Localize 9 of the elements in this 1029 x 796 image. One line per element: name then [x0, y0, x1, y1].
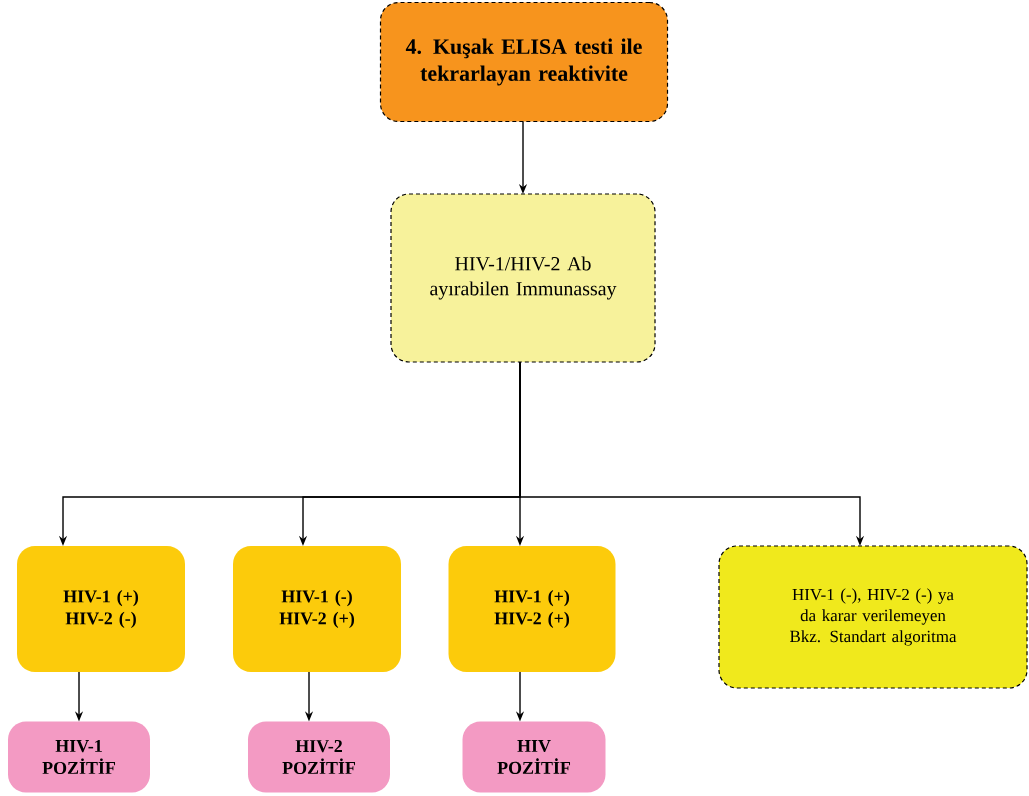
result-box: HIV-1 (-) HIV-2 (+) [233, 546, 401, 672]
result-box: HIV-1 (+) HIV-2 (+) [448, 546, 616, 672]
process-box: 4. Kuşak ELISA testi ile tekrarlayan reaktivite [379, 1, 669, 123]
outcome-box: HIV POZİTİF [462, 721, 606, 793]
outcome-box: HIV-1 POZİTİF [8, 721, 150, 793]
outcome-box: HIV-2 POZİTİF [248, 721, 390, 793]
result-box: HIV-1 (+) HIV-2 (-) [17, 546, 185, 672]
process-box: HIV-1/HIV-2 Ab ayırabilen Immunassay [390, 193, 656, 363]
result-box: HIV-1 (-), HIV-2 (-) ya da karar verilemeyen Bkz. Standart algoritma [718, 545, 1028, 689]
